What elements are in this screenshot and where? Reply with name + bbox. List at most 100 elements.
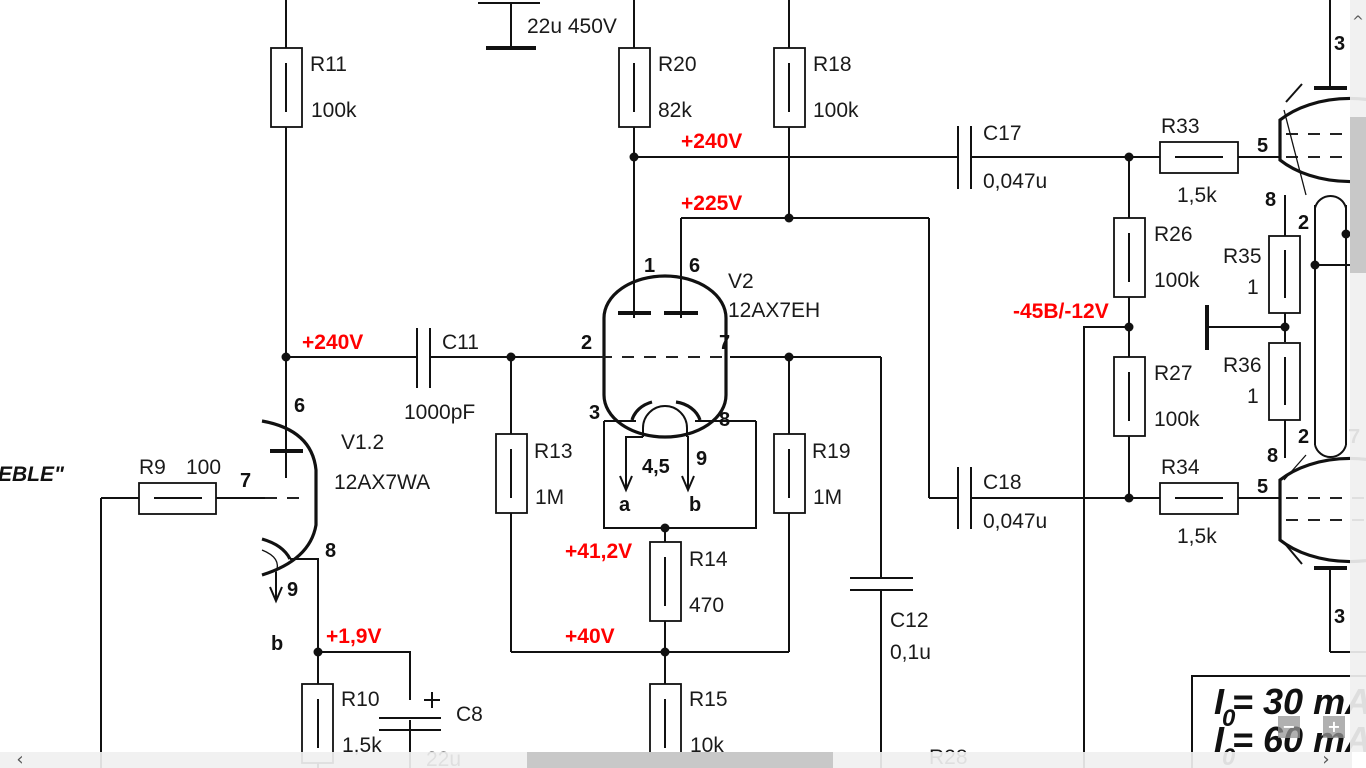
v2-pin-2: 2 — [581, 332, 592, 354]
voltage-v2-anode-b: +225V — [681, 192, 742, 215]
r9-value: 100 — [186, 456, 221, 479]
capacitor-c8 — [379, 692, 441, 731]
r19-value: 1M — [813, 486, 842, 509]
r33-value: 1,5k — [1177, 184, 1217, 207]
c17-ref: C17 — [983, 122, 1022, 145]
resistor-r10 — [301, 683, 334, 764]
r15-value: 10k — [690, 734, 724, 757]
c18-value: 0,047u — [983, 510, 1047, 533]
out-top-pin-3: 3 — [1334, 33, 1345, 55]
v1-heater-b: b — [271, 633, 283, 655]
tube-v1-2 — [261, 419, 318, 604]
c11-ref: C11 — [442, 331, 479, 354]
scroll-up-icon[interactable]: ^ — [1352, 14, 1364, 30]
current-line1-sub: 0 — [1222, 705, 1236, 732]
r20-value: 82k — [658, 99, 692, 122]
zoom-in-button[interactable]: + — [1323, 716, 1345, 738]
voltage-v1-anode: +240V — [302, 331, 363, 354]
v1-type: 12AX7WA — [334, 471, 430, 494]
v1-pin-9: 9 — [287, 579, 298, 601]
r18-value: 100k — [813, 99, 859, 122]
v2-heater-a: a — [619, 494, 631, 516]
v1-pin-7: 7 — [240, 470, 251, 492]
c8-ref: C8 — [456, 703, 483, 726]
horizontal-scroll-thumb[interactable] — [527, 752, 833, 768]
r27-value: 100k — [1154, 408, 1200, 431]
resistor-r14 — [649, 541, 682, 622]
v2-pin-1: 1 — [644, 255, 655, 277]
scroll-right-icon[interactable]: › — [1322, 749, 1330, 768]
c17-value: 0,047u — [983, 170, 1047, 193]
capacitor-c17 — [957, 126, 972, 189]
v2-pin-6: 6 — [689, 255, 700, 277]
c10-value: 22u 450V — [527, 15, 617, 38]
r35-ref: R35 — [1223, 245, 1262, 268]
r13-ref: R13 — [534, 440, 573, 463]
r20-ref: R20 — [658, 53, 697, 76]
resistor-r27 — [1113, 356, 1146, 437]
scroll-left-icon[interactable]: ‹ — [16, 749, 24, 768]
r14-ref: R14 — [689, 548, 728, 571]
r34-value: 1,5k — [1177, 525, 1217, 548]
v1-pin-8: 8 — [325, 540, 336, 562]
voltage-bias: -45B/-12V — [1013, 300, 1109, 323]
r36-value: 1 — [1247, 385, 1259, 408]
v1-pin-6: 6 — [294, 395, 305, 417]
v2-pin-7: 7 — [719, 332, 730, 354]
current-line1-symbol: I — [1214, 681, 1225, 722]
r26-value: 100k — [1154, 269, 1200, 292]
zoom-out-button[interactable]: − — [1278, 716, 1300, 738]
r15-ref: R15 — [689, 688, 728, 711]
v2-pin-8: 8 — [719, 409, 730, 431]
resistor-r15 — [649, 683, 682, 764]
resistor-r19 — [773, 433, 806, 514]
out-top-pin-2: 2 — [1298, 212, 1309, 234]
r13-value: 1M — [535, 486, 564, 509]
r18-ref: R18 — [813, 53, 852, 76]
out-top-pin-8: 8 — [1265, 189, 1276, 211]
r35-value: 1 — [1247, 276, 1259, 299]
resistor-r33 — [1159, 141, 1239, 174]
resistor-r26 — [1113, 217, 1146, 298]
r10-ref: R10 — [341, 688, 380, 711]
vertical-scroll-thumb[interactable] — [1350, 117, 1366, 273]
v2-heater-b: b — [689, 494, 701, 516]
resistor-r9 — [138, 482, 217, 515]
v2-ref: V2 — [728, 270, 754, 293]
c12-value: 0,1u — [890, 641, 931, 664]
v2-type: 12AX7EH — [728, 299, 820, 322]
input-title: EBLE" — [0, 463, 65, 486]
r11-ref: R11 — [310, 53, 347, 76]
r14-value: 470 — [689, 594, 724, 617]
voltage-v2-anode-a: +240V — [681, 130, 742, 153]
out-top-pin-5: 5 — [1257, 135, 1268, 157]
r9-ref: R9 — [139, 456, 166, 479]
zoom-controls: − + — [1278, 716, 1345, 738]
out-bot-pin-3: 3 — [1334, 606, 1345, 628]
r11-value: 100k — [311, 99, 357, 122]
v2-pin-9: 9 — [696, 448, 707, 470]
out-bot-pin-5: 5 — [1257, 476, 1268, 498]
capacitor-c11 — [416, 328, 431, 388]
r27-ref: R27 — [1154, 362, 1193, 385]
out-bot-pin-2: 2 — [1298, 426, 1309, 448]
current-line1-value: = 30 mA — [1232, 681, 1366, 722]
voltage-v1-cathode: +1,9V — [326, 625, 381, 648]
resistor-r13 — [495, 433, 528, 514]
r33-ref: R33 — [1161, 115, 1200, 138]
voltage-v2-cathode: +41,2V — [565, 540, 632, 563]
resistor-r20 — [618, 47, 651, 128]
resistor-r18 — [773, 47, 806, 128]
v1-ref: V1.2 — [341, 431, 384, 454]
horizontal-scrollbar[interactable]: ‹ › — [0, 749, 1352, 768]
c12-ref: C12 — [890, 609, 929, 632]
resistor-r36 — [1268, 342, 1301, 421]
v2-pin-4-5: 4,5 — [642, 456, 670, 478]
vertical-scrollbar[interactable]: ^ — [1350, 0, 1366, 752]
junction-dots — [281, 152, 1351, 657]
c18-ref: C18 — [983, 471, 1022, 494]
r19-ref: R19 — [812, 440, 851, 463]
resistor-r34 — [1159, 482, 1239, 515]
